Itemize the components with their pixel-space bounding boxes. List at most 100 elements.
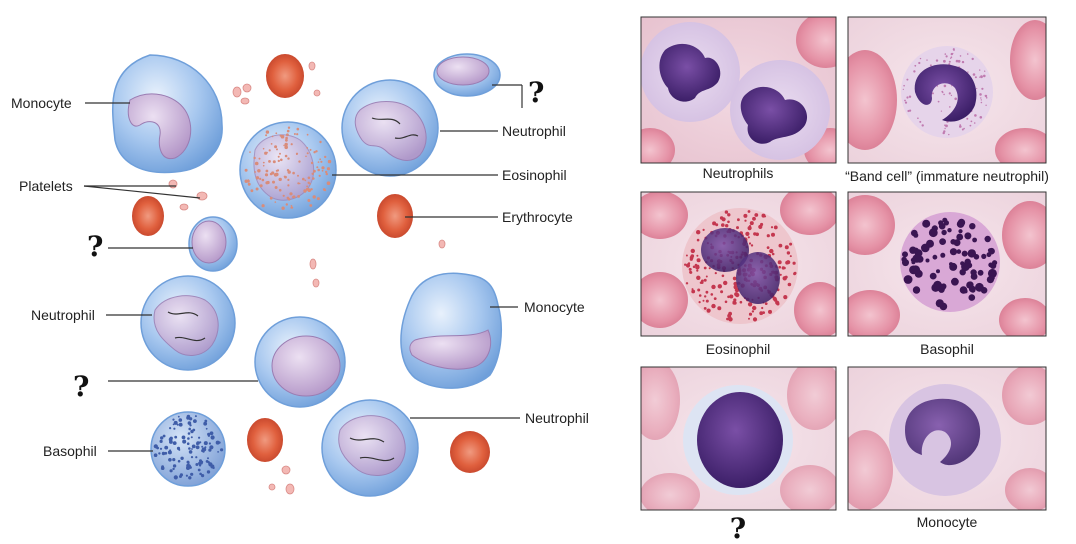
granule — [196, 441, 200, 445]
granule — [788, 283, 792, 287]
granule — [218, 441, 220, 443]
granule — [260, 184, 263, 187]
granule — [327, 167, 330, 170]
granule — [211, 435, 215, 439]
granule — [217, 451, 219, 453]
granule — [273, 160, 276, 163]
granule — [941, 111, 942, 112]
granule — [906, 96, 908, 98]
granule — [271, 143, 273, 145]
granule — [768, 310, 772, 314]
granule — [172, 458, 175, 461]
granule — [704, 295, 706, 297]
micrograph-basophil — [835, 192, 1058, 342]
granule — [752, 310, 754, 312]
granule — [964, 232, 971, 239]
granule — [767, 246, 770, 249]
granule — [285, 155, 288, 158]
granule — [180, 473, 183, 476]
monocyte-cell-top — [113, 55, 222, 173]
granule — [979, 93, 982, 96]
granule — [903, 85, 905, 87]
granule — [969, 294, 976, 301]
granule — [920, 58, 921, 59]
granule — [959, 124, 961, 126]
neutrophil-cell-left — [141, 276, 235, 370]
granule — [212, 467, 214, 469]
granule — [960, 286, 968, 294]
granule — [987, 252, 992, 257]
granule — [936, 59, 938, 61]
granule — [944, 85, 947, 88]
granule — [189, 417, 192, 420]
granule — [793, 262, 796, 265]
granule — [942, 92, 943, 93]
granule — [287, 197, 290, 200]
granule — [170, 440, 172, 442]
granule — [727, 213, 730, 216]
granule — [308, 177, 311, 180]
granule — [938, 101, 940, 103]
granule — [283, 195, 285, 197]
granule — [285, 137, 288, 140]
granule — [297, 182, 299, 184]
granule — [985, 105, 986, 106]
granule — [930, 273, 937, 280]
granule — [188, 476, 191, 479]
granule — [296, 133, 298, 135]
granule — [917, 117, 919, 119]
granule — [298, 160, 300, 162]
granule — [967, 53, 969, 55]
granule — [779, 244, 783, 248]
granule — [198, 469, 201, 472]
micrograph-band-cell — [833, 17, 1060, 172]
granule — [328, 160, 331, 163]
granule — [287, 184, 289, 186]
granule — [326, 173, 328, 175]
granule — [280, 159, 283, 162]
granule — [973, 73, 976, 76]
granule — [251, 189, 254, 192]
eosinophil-cell — [240, 122, 336, 218]
granule — [740, 301, 743, 304]
granule — [317, 169, 320, 172]
granule — [274, 145, 277, 148]
granule — [188, 465, 191, 468]
granule — [966, 118, 968, 120]
granule — [761, 307, 763, 309]
granule — [173, 441, 177, 445]
granule — [969, 252, 974, 257]
granule — [186, 475, 188, 477]
granule — [322, 170, 324, 172]
granule — [950, 239, 956, 245]
granule — [220, 448, 223, 451]
granule — [305, 156, 307, 158]
granule — [174, 421, 178, 425]
granule — [297, 128, 300, 131]
granule — [776, 302, 779, 305]
granule — [275, 201, 277, 203]
granule — [976, 88, 977, 89]
granule — [707, 309, 711, 313]
granule — [749, 242, 751, 244]
granule — [904, 100, 906, 102]
granule — [195, 415, 197, 417]
granule — [160, 436, 163, 439]
granule — [954, 98, 957, 101]
granule — [691, 290, 695, 294]
granule — [721, 223, 725, 227]
granule — [930, 64, 932, 66]
granule — [951, 95, 952, 96]
granule — [168, 458, 172, 462]
granule — [302, 178, 305, 181]
granule — [787, 251, 790, 254]
granule — [259, 158, 261, 160]
granule — [913, 70, 915, 72]
granule — [972, 58, 974, 60]
label-unknown-2: ? — [87, 230, 103, 263]
granule — [306, 186, 308, 188]
granule — [304, 180, 306, 182]
granule — [323, 167, 325, 169]
granule — [312, 173, 314, 175]
granule — [310, 149, 312, 151]
